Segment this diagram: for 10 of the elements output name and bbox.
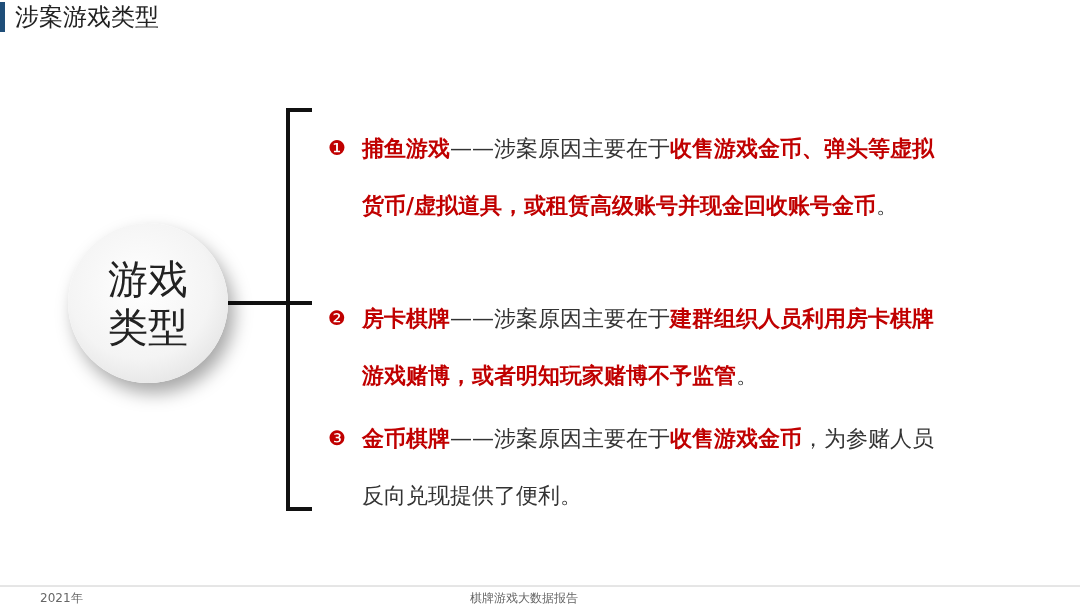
circle-label: 游戏类型 xyxy=(107,255,189,351)
item-text: 金币棋牌——涉案原因主要在于收售游戏金币，为参赌人员反向兑现提供了便利。 xyxy=(362,424,935,510)
item-number: ❷ xyxy=(327,305,347,332)
item-text: 房卡棋牌——涉案原因主要在于建群组织人员利用房卡棋牌游戏赌博，或者明知玩家赌博不予监管。 xyxy=(362,304,935,390)
slide-title: 涉案游戏类型 xyxy=(0,2,159,32)
item-number: ❶ xyxy=(327,135,347,162)
footer-report-title: 棋牌游戏大数据报告 xyxy=(470,590,578,607)
item-number: ❸ xyxy=(327,425,347,452)
item-text: 捕鱼游戏——涉案原因主要在于收售游戏金币、弹头等虚拟货币/虚拟道具，或租赁高级账号并现金回收账号金币。 xyxy=(362,134,936,220)
footer-date: 2021年 xyxy=(40,590,83,607)
